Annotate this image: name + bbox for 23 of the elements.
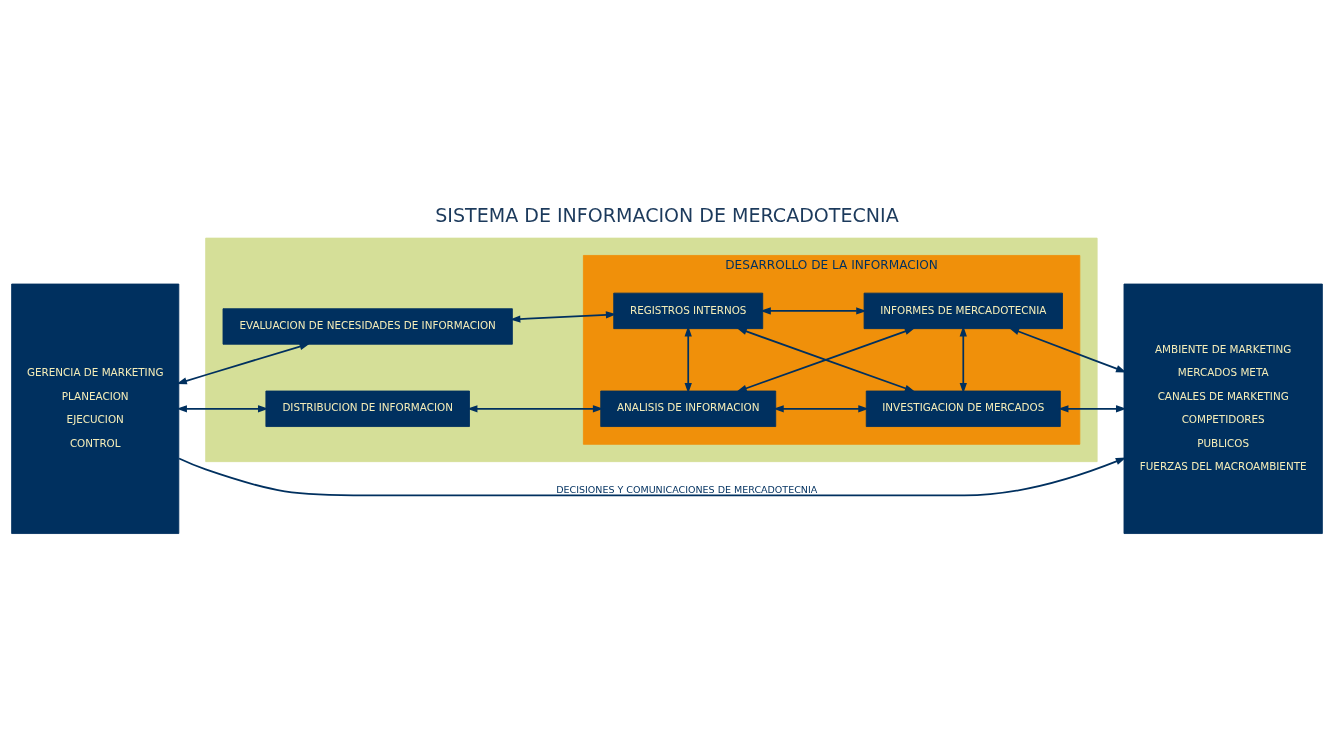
node-box: INVESTIGACION DE MERCADOS: [865, 390, 1061, 427]
node-box: ANALISIS DE INFORMACION: [600, 390, 777, 427]
arrow: [178, 456, 1127, 496]
arrow: [176, 404, 269, 412]
node-box: REGISTROS INTERNOS: [613, 292, 764, 329]
edge-label: DECISIONES Y COMUNICACIONES DE MERCADOTECNIA: [556, 483, 818, 495]
cluster: [205, 237, 1098, 462]
diagram-title: SISTEMA DE INFORMACION DE MERCADOTECNIA: [435, 203, 899, 226]
arrow: [176, 342, 310, 384]
arrow: [1058, 404, 1127, 412]
node-box: GERENCIA DE MARKETING PLANEACION EJECUCION CONTROL: [11, 283, 180, 534]
arrow: [684, 325, 692, 393]
arrow: [1008, 327, 1127, 372]
node-box: AMBIENTE DE MARKETING MERCADOS META CANALES DE MARKETING COMPETIDORES PUBLICOS FUERZAS DEL MACROAMBIENTE: [1123, 283, 1323, 534]
arrow: [736, 327, 916, 392]
node-box: EVALUACION DE NECESIDADES DE INFORMACION: [222, 307, 513, 345]
arrow: [959, 325, 967, 393]
node-box: INFORMES DE MERCADOTECNIA: [863, 292, 1063, 329]
arrow: [773, 404, 869, 412]
arrow: [509, 310, 617, 323]
node-box: DISTRIBUCION DE INFORMACION: [265, 390, 470, 427]
arrow: [760, 306, 867, 315]
arrow: [467, 404, 604, 412]
